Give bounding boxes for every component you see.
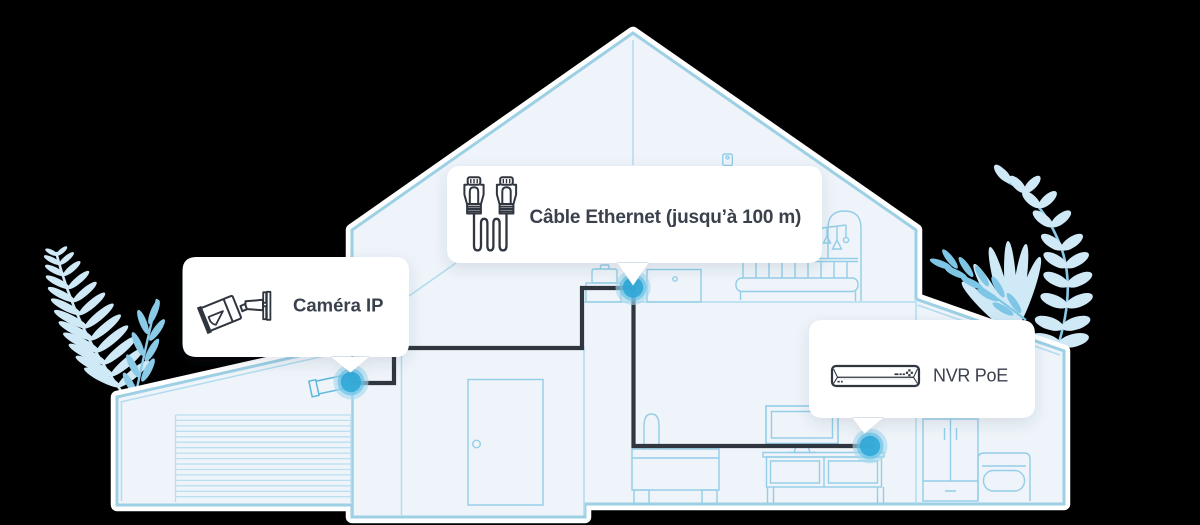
svg-text:Caméra IP: Caméra IP (293, 295, 384, 316)
svg-text:NVR PoE: NVR PoE (933, 366, 1008, 386)
svg-text:Câble Ethernet (jusqu’à 100 m): Câble Ethernet (jusqu’à 100 m) (530, 207, 802, 228)
